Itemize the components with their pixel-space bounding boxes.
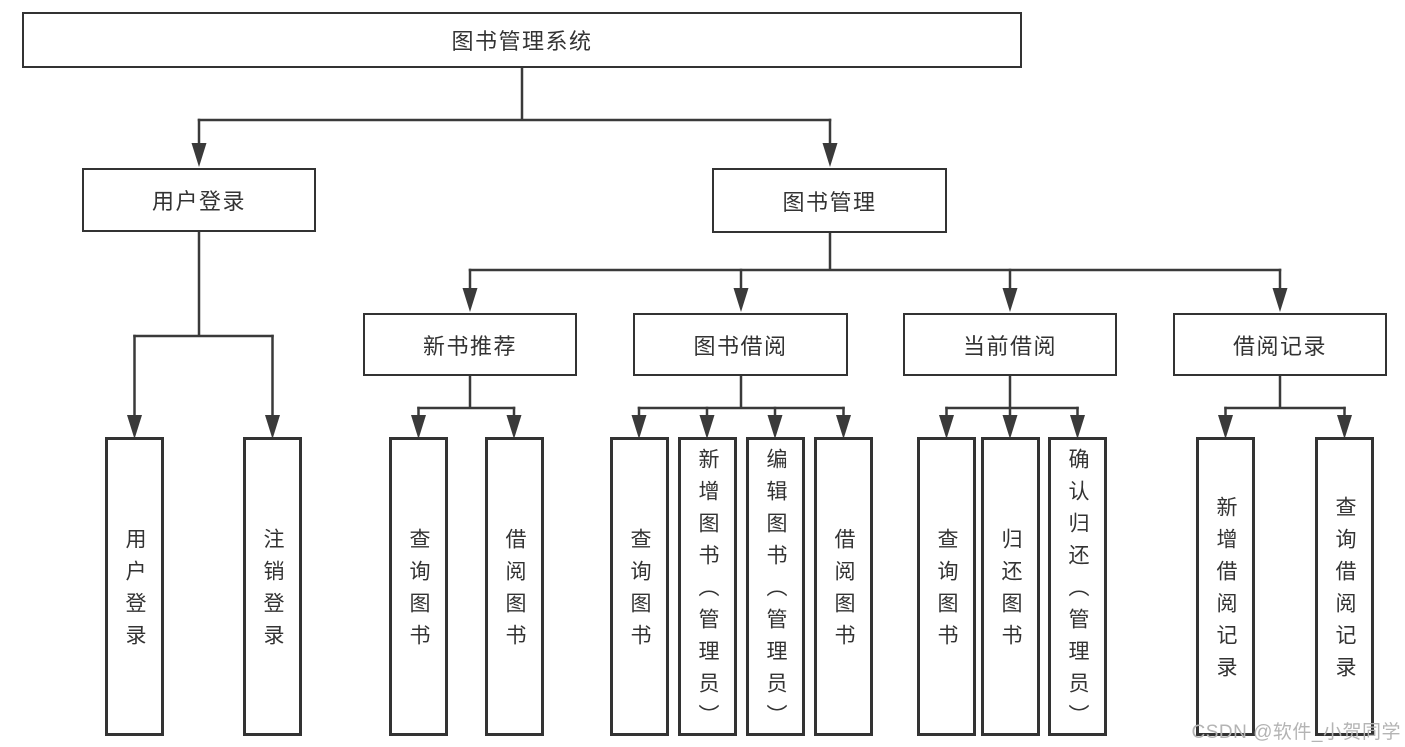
node-leaf-logout-label: 注销登录 xyxy=(261,528,284,656)
node-leaf-user-login-label: 用户登录 xyxy=(123,528,146,656)
connector-newbookrec-to-leaves xyxy=(411,375,522,439)
node-user-login: 用户登录 xyxy=(82,168,316,232)
node-current-borrow-label: 当前借阅 xyxy=(962,333,1057,359)
node-root: 图书管理系统 xyxy=(22,12,1022,68)
node-book-borrow: 图书借阅 xyxy=(633,313,848,376)
node-borrow-record: 借阅记录 xyxy=(1173,313,1387,376)
node-leaf-query-book-borrow: 查询图书 xyxy=(610,437,669,736)
node-leaf-query-borrow-record-label: 查询借阅记录 xyxy=(1333,496,1356,688)
node-leaf-confirm-return-admin-label: 确认归还（管理员） xyxy=(1066,448,1089,736)
node-leaf-add-book-admin-label: 新增图书（管理员） xyxy=(696,448,719,736)
node-book-mgmt-label: 图书管理 xyxy=(782,189,877,215)
csdn-watermark: CSDN @软件_小贺同学 xyxy=(1191,722,1401,743)
node-leaf-query-borrow-record: 查询借阅记录 xyxy=(1315,437,1374,736)
node-root-label: 图书管理系统 xyxy=(451,29,593,54)
node-user-login-label: 用户登录 xyxy=(151,189,246,214)
node-new-book-rec: 新书推荐 xyxy=(363,313,577,376)
node-leaf-query-book-current: 查询图书 xyxy=(917,437,976,736)
node-new-book-rec-label: 新书推荐 xyxy=(422,333,517,359)
node-leaf-query-book-rec-label: 查询图书 xyxy=(407,528,430,656)
connector-bookmgmt-to-level3 xyxy=(462,232,1288,312)
node-leaf-borrow-book-borrow-label: 借阅图书 xyxy=(832,528,855,656)
node-leaf-user-login: 用户登录 xyxy=(105,437,164,736)
connector-borrowrecord-to-leaves xyxy=(1218,375,1352,439)
node-leaf-query-book-current-label: 查询图书 xyxy=(935,528,958,656)
node-leaf-add-borrow-record-label: 新增借阅记录 xyxy=(1214,496,1237,688)
connector-bookborrow-to-leaves xyxy=(631,375,851,439)
connector-root-to-level2 xyxy=(191,68,838,167)
node-leaf-add-borrow-record: 新增借阅记录 xyxy=(1196,437,1255,736)
node-book-mgmt: 图书管理 xyxy=(712,168,947,233)
node-book-borrow-label: 图书借阅 xyxy=(693,333,788,359)
node-leaf-edit-book-admin: 编辑图书（管理员） xyxy=(746,437,805,736)
node-leaf-borrow-book-rec-label: 借阅图书 xyxy=(503,528,526,656)
connector-userlogin-to-leaves xyxy=(127,231,280,439)
node-leaf-borrow-book-rec: 借阅图书 xyxy=(485,437,544,736)
node-leaf-return-book-label: 归还图书 xyxy=(999,528,1022,656)
node-leaf-query-book-borrow-label: 查询图书 xyxy=(628,528,651,656)
node-current-borrow: 当前借阅 xyxy=(903,313,1117,376)
node-leaf-query-book-rec: 查询图书 xyxy=(389,437,448,736)
node-leaf-return-book: 归还图书 xyxy=(981,437,1040,736)
node-borrow-record-label: 借阅记录 xyxy=(1232,333,1327,359)
node-leaf-borrow-book-borrow: 借阅图书 xyxy=(814,437,873,736)
node-leaf-confirm-return-admin: 确认归还（管理员） xyxy=(1048,437,1107,736)
node-leaf-add-book-admin: 新增图书（管理员） xyxy=(678,437,737,736)
connector-currentborrow-to-leaves xyxy=(939,375,1085,439)
node-leaf-edit-book-admin-label: 编辑图书（管理员） xyxy=(764,448,787,736)
node-leaf-logout: 注销登录 xyxy=(243,437,302,736)
